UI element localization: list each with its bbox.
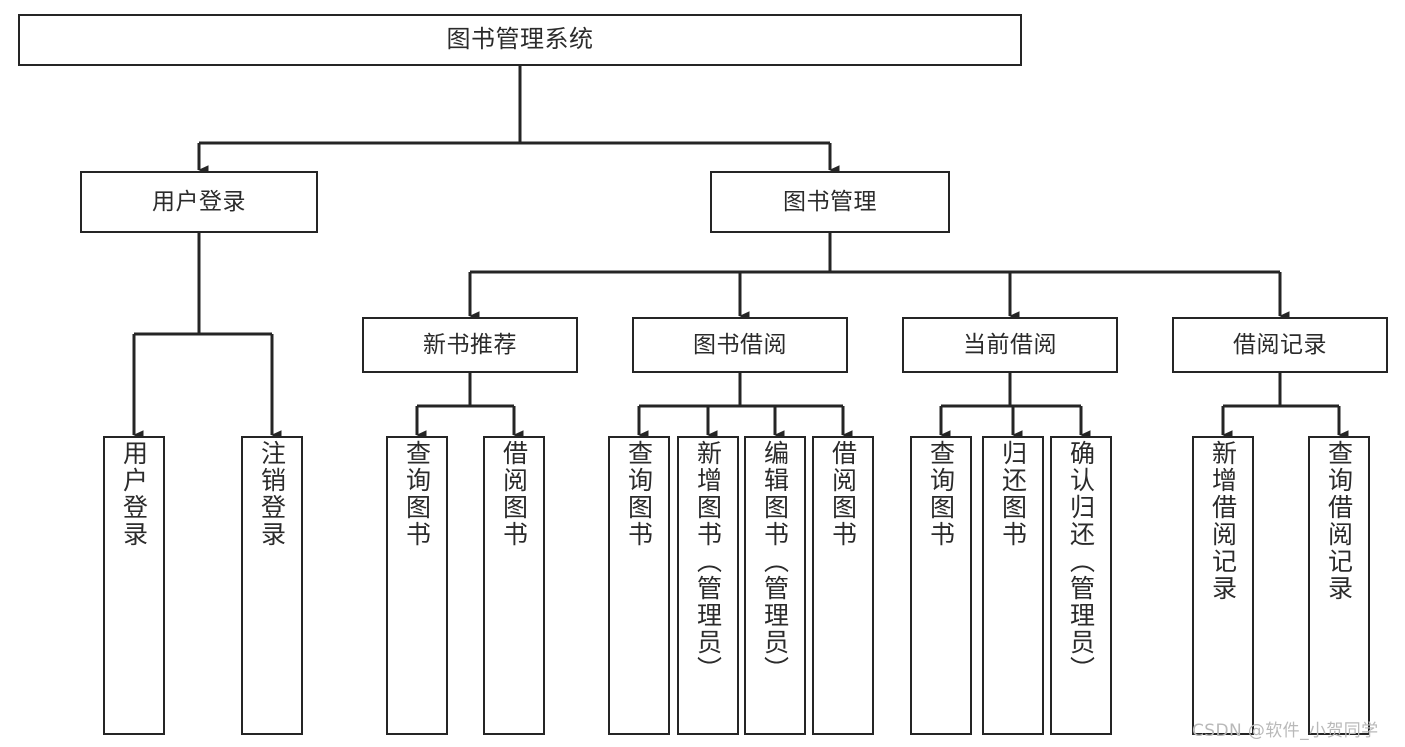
- leaf-query-book-c[interactable]: 查询图书: [910, 436, 972, 735]
- leaf-confirm-return[interactable]: 确认归还（管理员）: [1050, 436, 1112, 735]
- node-label: 图书借阅: [693, 331, 787, 358]
- leaf-add-book[interactable]: 新增图书（管理员）: [677, 436, 739, 735]
- node-label: 图书管理: [783, 188, 877, 215]
- leaf-user-login[interactable]: 用户登录: [103, 436, 165, 735]
- node-root[interactable]: 图书管理系统: [18, 14, 1022, 66]
- node-label: 确认归还（管理员）: [1066, 440, 1096, 683]
- node-label: 借阅图书: [828, 440, 858, 548]
- node-label: 新增借阅记录: [1208, 440, 1238, 602]
- node-current-borrow[interactable]: 当前借阅: [902, 317, 1118, 373]
- node-user-login[interactable]: 用户登录: [80, 171, 318, 233]
- leaf-logout[interactable]: 注销登录: [241, 436, 303, 735]
- leaf-borrow-book-a[interactable]: 借阅图书: [483, 436, 545, 735]
- leaf-add-record[interactable]: 新增借阅记录: [1192, 436, 1254, 735]
- node-borrow-record[interactable]: 借阅记录: [1172, 317, 1388, 373]
- node-new-book-recommend[interactable]: 新书推荐: [362, 317, 578, 373]
- node-book-manage[interactable]: 图书管理: [710, 171, 950, 233]
- node-label: 借阅图书: [499, 440, 529, 548]
- node-label: 借阅记录: [1233, 331, 1327, 358]
- leaf-query-book-a[interactable]: 查询图书: [386, 436, 448, 735]
- node-label: 编辑图书（管理员）: [760, 440, 790, 683]
- node-label: 新书推荐: [423, 331, 517, 358]
- node-label: 图书管理系统: [446, 25, 594, 54]
- leaf-edit-book[interactable]: 编辑图书（管理员）: [744, 436, 806, 735]
- node-label: 新增图书（管理员）: [693, 440, 723, 683]
- node-label: 当前借阅: [963, 331, 1057, 358]
- node-label: 注销登录: [257, 440, 287, 548]
- node-label: 用户登录: [119, 440, 149, 548]
- leaf-query-book-b[interactable]: 查询图书: [608, 436, 670, 735]
- leaf-return-book[interactable]: 归还图书: [982, 436, 1044, 735]
- node-label: 查询图书: [624, 440, 654, 548]
- node-label: 用户登录: [152, 188, 246, 215]
- leaf-query-record[interactable]: 查询借阅记录: [1308, 436, 1370, 735]
- node-label: 归还图书: [998, 440, 1028, 548]
- leaf-borrow-book-b[interactable]: 借阅图书: [812, 436, 874, 735]
- node-label: 查询图书: [926, 440, 956, 548]
- node-label: 查询图书: [402, 440, 432, 548]
- node-book-borrow[interactable]: 图书借阅: [632, 317, 848, 373]
- node-label: 查询借阅记录: [1324, 440, 1354, 602]
- watermark: CSDN @软件_小贺同学: [1192, 721, 1379, 741]
